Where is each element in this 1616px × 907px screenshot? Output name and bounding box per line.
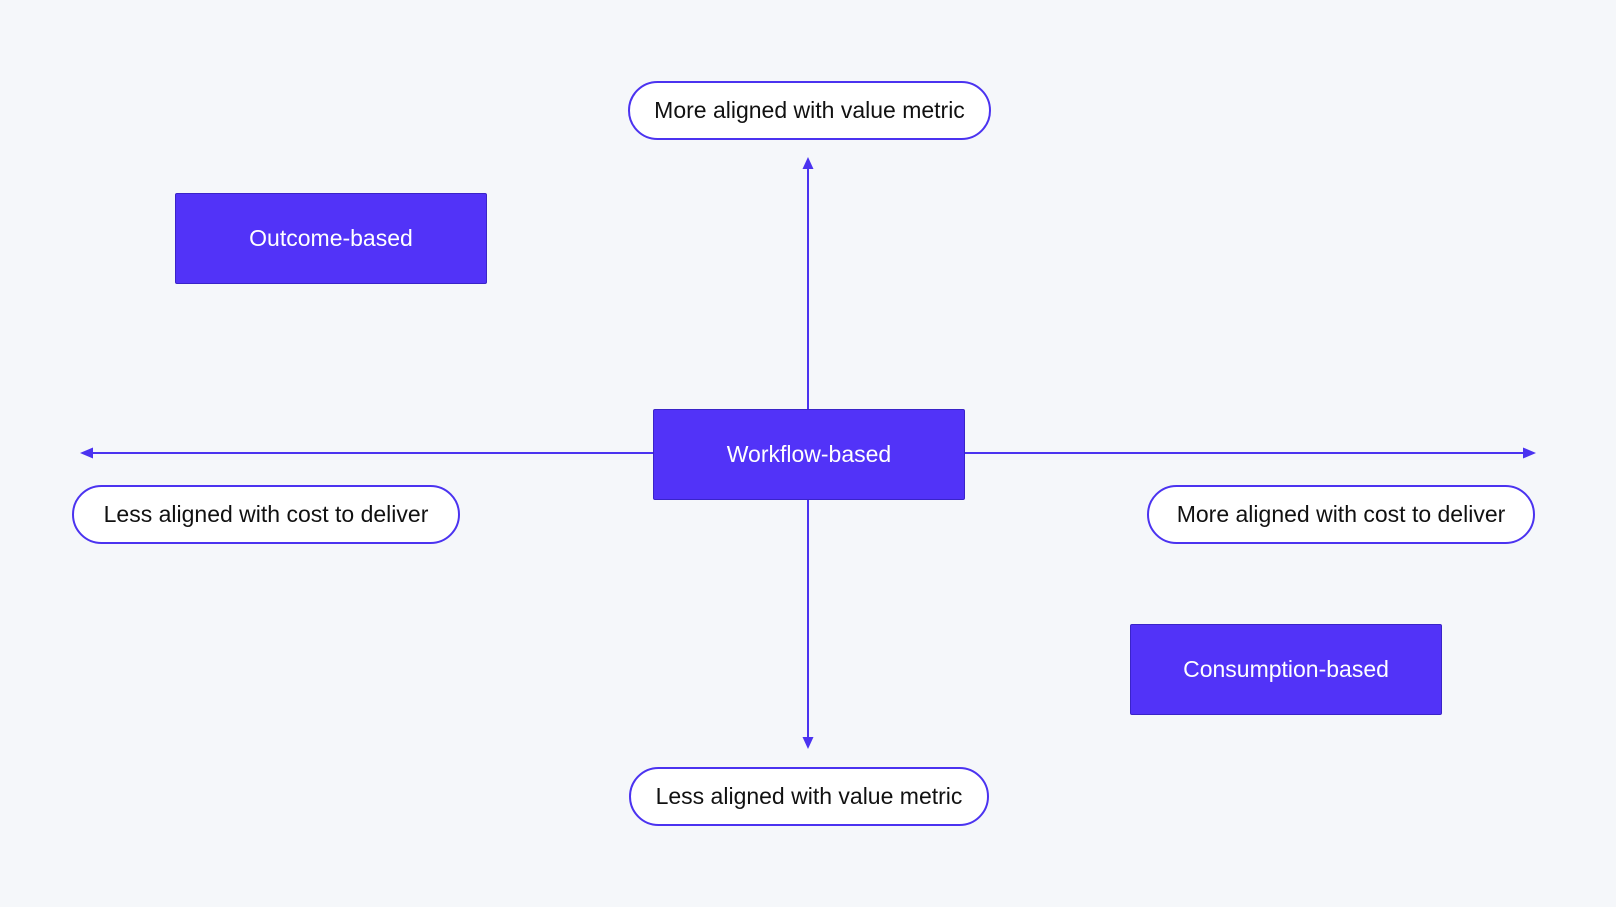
arrow-down-icon: [802, 737, 814, 749]
workflow-based-label: Workflow-based: [726, 441, 892, 467]
arrow-right-icon: [1523, 447, 1536, 459]
arrow-up-icon: [802, 157, 814, 169]
outcome-based-label: Outcome-based: [249, 225, 413, 251]
axis-label-left-text: Less aligned with cost to deliver: [103, 501, 429, 527]
axis-label-top: More aligned with value metric: [628, 81, 991, 140]
consumption-based-label: Consumption-based: [1183, 656, 1389, 682]
horizontal-axis: [80, 447, 1536, 459]
consumption-based-box: Consumption-based: [1130, 624, 1442, 715]
axis-label-right: More aligned with cost to deliver: [1147, 485, 1535, 544]
axis-label-left: Less aligned with cost to deliver: [72, 485, 460, 544]
vertical-axis: [802, 157, 814, 749]
axis-label-bottom-text: Less aligned with value metric: [655, 783, 963, 809]
axis-label-bottom: Less aligned with value metric: [629, 767, 989, 826]
workflow-based-box: Workflow-based: [653, 409, 965, 500]
axis-label-top-text: More aligned with value metric: [654, 97, 965, 123]
arrow-left-icon: [80, 447, 93, 459]
axis-label-right-text: More aligned with cost to deliver: [1176, 501, 1506, 527]
outcome-based-box: Outcome-based: [175, 193, 487, 284]
